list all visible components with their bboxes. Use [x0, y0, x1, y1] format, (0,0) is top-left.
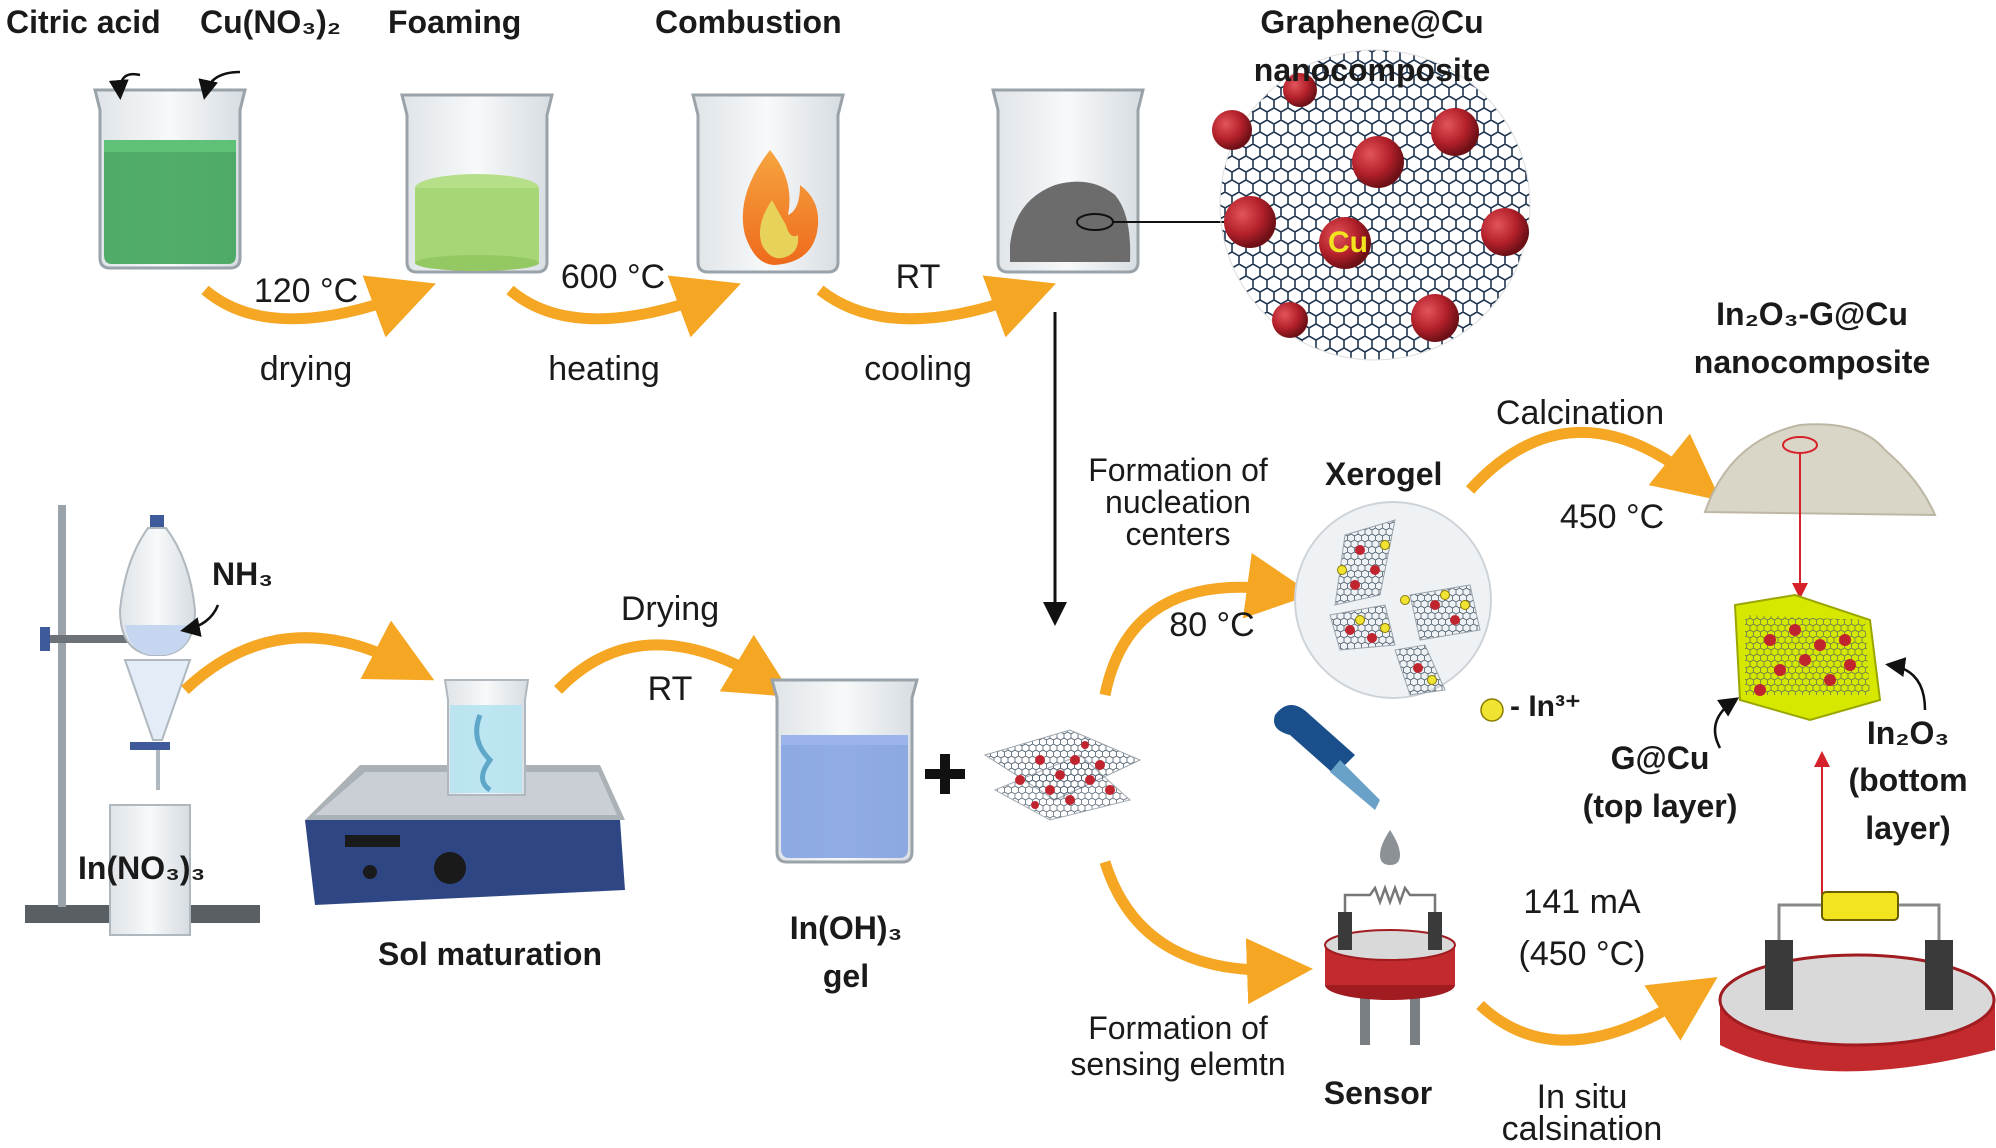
- arrow-heating: [506, 275, 741, 338]
- arrow-to-sensor: [1099, 860, 1313, 1005]
- sensor-electrode-layers: [1733, 593, 1882, 722]
- arrow-drying: [201, 275, 436, 338]
- plus-sign-icon: [925, 754, 965, 794]
- label-indium-nitrate: In(NO₃)₃: [78, 850, 206, 886]
- label-graphene-cu: Graphene@Cu: [1260, 4, 1484, 40]
- label-drying: Drying: [620, 590, 720, 628]
- label-step3-temp: RT: [895, 258, 941, 296]
- label-in-situ: In situ: [1536, 1078, 1628, 1116]
- graphene-cu-zoom: [1212, 49, 1531, 361]
- arrow-to-xerogel: [1099, 552, 1313, 697]
- sensor-device: [1324, 884, 1456, 1045]
- label-final-product: In₂O₃-G@Cu: [1716, 296, 1908, 332]
- label-xerogel: Xerogel: [1325, 456, 1443, 492]
- label-nucleation-2: nucleation: [1105, 484, 1251, 520]
- label-step3-action: cooling: [864, 350, 972, 388]
- arrow-calcination: [1465, 426, 1721, 501]
- dropper: [1274, 705, 1400, 865]
- arrow-cooling: [816, 275, 1056, 338]
- beaker-foam: [400, 93, 554, 274]
- label-ammonia: NH₃: [212, 556, 274, 592]
- final-sensor-device: [1718, 891, 1996, 1072]
- beaker-green-solution: [93, 88, 247, 270]
- label-graphene-cu-nanocomposite: nanocomposite: [1253, 52, 1491, 88]
- arrow-in-situ: [1476, 976, 1718, 1046]
- label-step2-temp: 600 °C: [560, 258, 666, 296]
- arrow-drying-rt: [554, 634, 794, 697]
- magnetic-stirrer: [305, 679, 625, 905]
- label-gcu: G@Cu: [1610, 740, 1710, 776]
- label-gel: gel: [822, 958, 870, 994]
- separatory-funnel: [118, 515, 197, 790]
- label-current-temp: (450 °C): [1518, 935, 1646, 973]
- label-step1-temp: 120 °C: [253, 272, 359, 310]
- label-in2o3-layer: layer): [1865, 810, 1951, 846]
- label-sensing-1: Formation of: [1088, 1010, 1268, 1046]
- label-final-nanocomposite: nanocomposite: [1693, 344, 1931, 380]
- label-nucleation-3: centers: [1125, 516, 1231, 552]
- calcined-powder: [1703, 423, 1937, 517]
- beaker-gel: [770, 678, 919, 864]
- label-foaming: Foaming: [388, 4, 522, 40]
- label-indium-hydroxide: In(OH)₃: [789, 910, 903, 946]
- label-calsination: calsination: [1501, 1110, 1663, 1148]
- label-copper-nitrate: Cu(NO₃)₂: [200, 4, 341, 40]
- beaker-indium-nitrate: [109, 804, 191, 936]
- label-current: 141 mA: [1523, 883, 1641, 921]
- beaker-combustion: [691, 93, 845, 274]
- label-in2o3-bottom: (bottom: [1848, 762, 1968, 798]
- label-sensor: Sensor: [1323, 1075, 1433, 1111]
- label-in2o3: In₂O₃: [1866, 715, 1950, 751]
- xerogel-zoom: [1294, 501, 1492, 699]
- beaker-powder: [991, 88, 1145, 274]
- indium-ion-legend-icon: [1480, 698, 1504, 722]
- label-sol-maturation: Sol maturation: [377, 936, 603, 972]
- label-cu: Cu: [1328, 226, 1368, 259]
- label-gcu-top-layer: (top layer): [1582, 788, 1738, 824]
- label-sensing-2: sensing elemtn: [1070, 1046, 1286, 1082]
- label-combustion: Combustion: [655, 4, 842, 40]
- label-nucleation-1: Formation of: [1088, 452, 1268, 488]
- arrow-to-stirrer: [181, 620, 435, 694]
- label-xerogel-temp: 80 °C: [1169, 606, 1255, 644]
- graphene-sheets: [983, 729, 1142, 821]
- label-calcination-temp: 450 °C: [1559, 498, 1665, 536]
- label-step1-action: drying: [259, 350, 353, 388]
- label-indium-ion: - In³⁺: [1510, 690, 1581, 723]
- label-drying-temp: RT: [647, 670, 693, 708]
- label-calcination: Calcination: [1495, 394, 1665, 432]
- label-step2-action: heating: [548, 350, 660, 388]
- label-citric-acid: Citric acid: [6, 4, 161, 40]
